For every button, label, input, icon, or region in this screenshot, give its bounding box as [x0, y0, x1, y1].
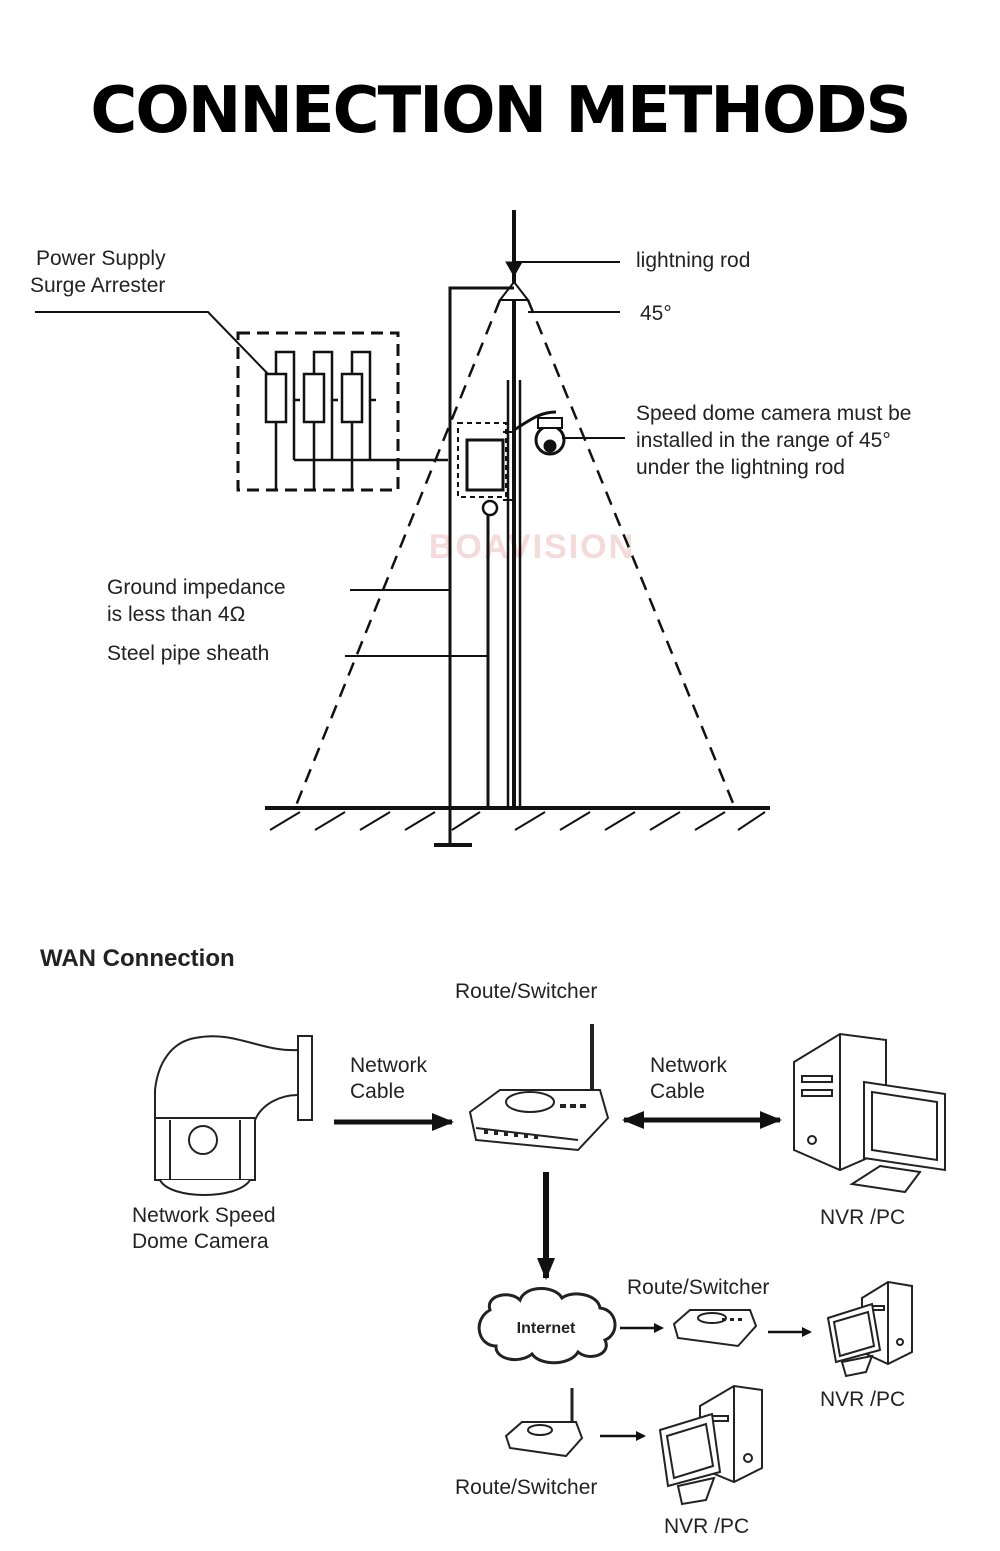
network-speed-dome-camera — [154, 1035, 313, 1196]
power-supply-label: Power Supply — [36, 247, 166, 270]
angle-label: 45° — [640, 302, 672, 325]
router-top-icon — [468, 1024, 610, 1152]
router-mid-icon — [672, 1309, 758, 1348]
camera-bracket — [513, 410, 557, 432]
junction-box-dashed — [457, 422, 507, 498]
rod-cone — [497, 280, 531, 301]
nvr-pc-bottom-icon — [658, 1384, 763, 1506]
router-bottom-label: Route/Switcher — [455, 1476, 597, 1499]
router-mid-label: Route/Switcher — [627, 1276, 769, 1299]
router-bottom-icon — [504, 1388, 584, 1458]
camera-label-line1: Network Speed — [132, 1204, 276, 1227]
speed-dome-note-line1: Speed dome camera must be — [636, 402, 911, 425]
camera-label-line2: Dome Camera — [132, 1230, 269, 1253]
cable-right-line2: Cable — [650, 1080, 705, 1103]
nvr-top-label: NVR /PC — [820, 1206, 905, 1229]
steel-pipe-label: Steel pipe sheath — [107, 642, 269, 665]
wan-heading: WAN Connection — [40, 945, 235, 972]
watermark: BOAVISION — [429, 528, 635, 566]
surge-arrester-label: Surge Arrester — [30, 274, 165, 297]
junction-box — [465, 438, 505, 492]
ground-hatching — [269, 811, 766, 831]
lightning-rod-label: lightning rod — [636, 249, 750, 272]
cable-left-line2: Cable — [350, 1080, 405, 1103]
ground-impedance-line2: is less than 4Ω — [107, 603, 245, 626]
surge-arrester-box — [236, 331, 400, 492]
pipe-joint — [481, 499, 499, 517]
ground-impedance-line1: Ground impedance — [107, 576, 286, 599]
speed-dome-note-line2: installed in the range of 45° — [636, 429, 891, 452]
lightning-protection-diagram — [35, 210, 770, 847]
cable-right-line1: Network — [650, 1054, 728, 1077]
rod-tip — [505, 261, 523, 278]
nvr-bottom-label: NVR /PC — [664, 1515, 749, 1538]
router-top-label: Route/Switcher — [455, 980, 597, 1003]
ground-wire — [448, 286, 514, 845]
nvr-pc-mid-icon — [826, 1280, 913, 1378]
nvr-pc-top-icon — [793, 1032, 946, 1194]
internet-label: Internet — [517, 1320, 576, 1337]
nvr-mid-label: NVR /PC — [820, 1388, 905, 1411]
speed-dome-note-line3: under the lightning rod — [636, 456, 845, 479]
surge-arrester-elements — [264, 350, 448, 490]
cable-left-line1: Network — [350, 1054, 428, 1077]
page-title: CONNECTION METHODS — [90, 74, 909, 148]
leader-lines — [35, 261, 625, 657]
internet-cloud-icon: Internet — [477, 1287, 617, 1365]
